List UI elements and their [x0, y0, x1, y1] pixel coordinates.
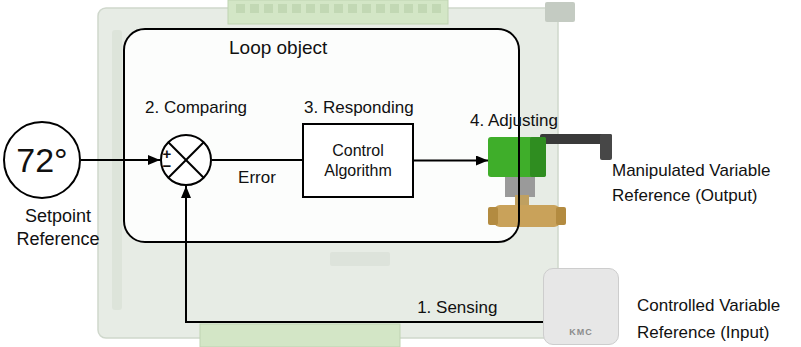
node-text: Controlled Variable Reference (Input) [637, 292, 797, 346]
node-text: 72° [3, 121, 81, 199]
actuator-body [488, 137, 546, 177]
valve-handle-end [600, 134, 612, 160]
terminal [390, 4, 399, 13]
bottom-terminal-strip [200, 324, 400, 347]
node-text: Manipulated Variable Reference (Output) [612, 158, 794, 208]
terminal [432, 4, 441, 13]
room-sensor: KMCControlled Variable Reference (Input) [543, 268, 619, 345]
valve-nut [488, 207, 498, 225]
summing-junction: 2. Comparing+− [160, 134, 212, 186]
terminal [236, 4, 245, 13]
housing-rail [112, 30, 122, 310]
node-text: − [161, 160, 173, 172]
junction-cross [168, 142, 203, 177]
node-text: + [161, 148, 173, 160]
edge-label: 1. Sensing [417, 298, 497, 318]
loop-object-ground [123, 28, 520, 243]
terminal [278, 4, 287, 13]
valve-actuator: 4. AdjustingManipulated Variable Referen… [488, 132, 615, 232]
circle-shape [4, 122, 80, 198]
terminal [418, 4, 427, 13]
valve-body [494, 205, 560, 227]
node-text: Loop object [229, 36, 327, 60]
terminal [264, 4, 273, 13]
housing-label [330, 252, 390, 266]
terminal [320, 4, 329, 13]
signal-line [212, 159, 302, 161]
terminal [306, 4, 315, 13]
signal-line [81, 159, 160, 161]
terminal [404, 4, 413, 13]
controller-housing [98, 8, 558, 338]
actuator-coupling [505, 177, 535, 197]
terminal [376, 4, 385, 13]
actuator-side [530, 137, 546, 177]
node-heading: KMC [544, 327, 618, 338]
signal-line [186, 186, 543, 322]
junction-cross [168, 142, 203, 177]
node-heading: 4. Adjusting [470, 111, 558, 131]
terminal [362, 4, 371, 13]
node-text: Setpoint Reference [8, 205, 108, 251]
circle-shape [161, 135, 211, 185]
control-algorithm-box: 3. RespondingControl Algorithm [302, 123, 414, 198]
loop-object-box: Loop object2. Comparing+−3. RespondingCo… [123, 28, 520, 243]
top-terminal-strip [228, 0, 448, 24]
power-connector [545, 2, 575, 22]
signal-line [414, 160, 488, 162]
valve-nut [556, 207, 566, 225]
edge-label: Error [238, 168, 276, 188]
terminal [334, 4, 343, 13]
terminal [292, 4, 301, 13]
node-heading: 3. Responding [304, 98, 414, 118]
node-text: Control Algorithm [310, 141, 406, 181]
setpoint-circle: 72°Setpoint Reference [3, 121, 81, 199]
terminal [348, 4, 357, 13]
terminal [250, 4, 259, 13]
node-heading: 2. Comparing [145, 98, 247, 118]
